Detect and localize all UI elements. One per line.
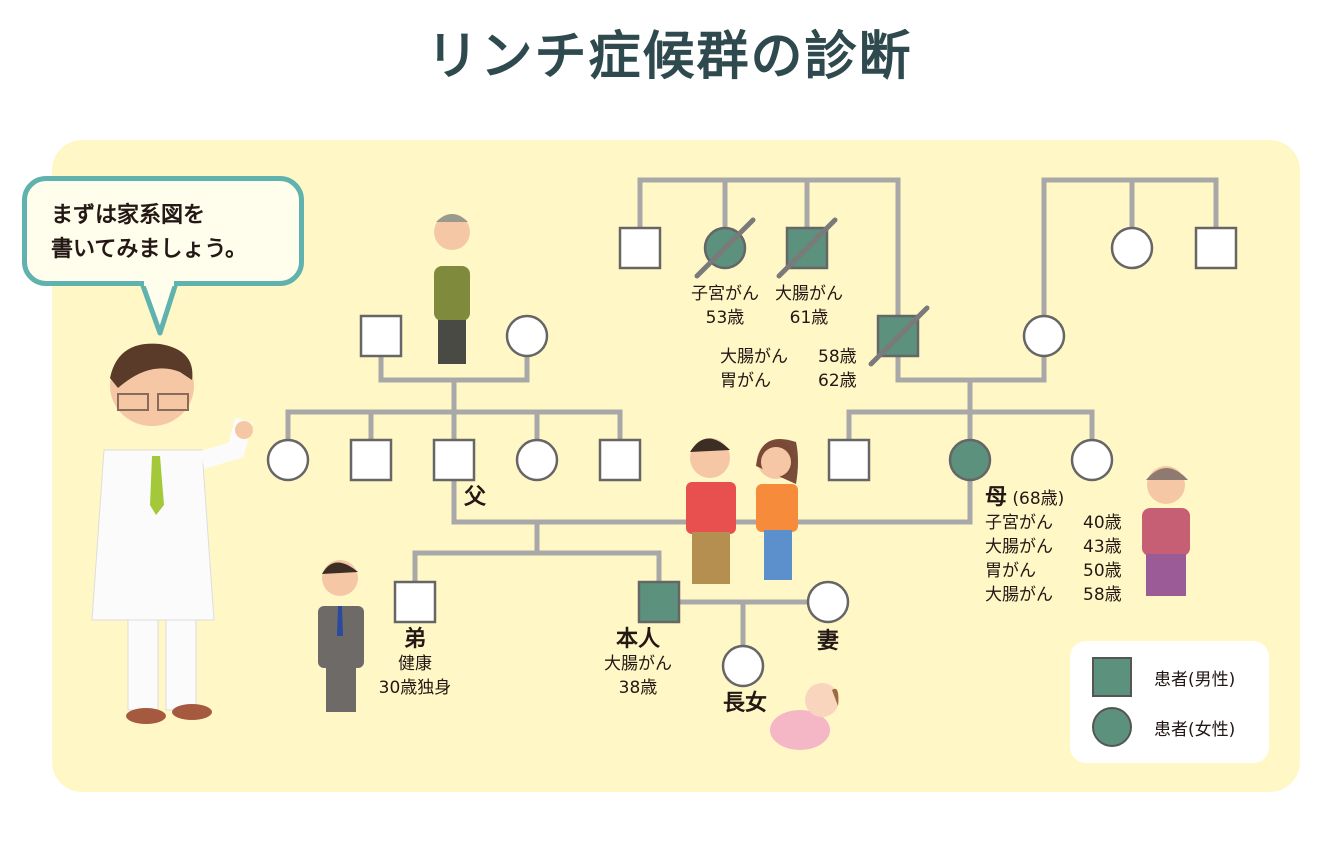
symbol-mother (948, 438, 992, 482)
legend-item-female: 患者(女性) (1092, 707, 1235, 747)
affected-female-circle-icon (1092, 707, 1132, 747)
symbol-daughter (721, 644, 765, 688)
text-label: 43歳 (1083, 537, 1122, 557)
text-label: 58歳 (818, 347, 857, 367)
symbol-male-unaffected (618, 226, 662, 270)
text-label: 本人 (615, 627, 660, 652)
baby-illustration (770, 683, 839, 750)
line-maternal-gf-sibship (637, 177, 901, 316)
text-label: 30歳独身 (378, 678, 452, 698)
brother-illustration (318, 560, 364, 712)
uncle-condition-label: 大腸がん 61歳 (775, 282, 843, 330)
doctor-illustration (91, 343, 253, 724)
text-label: 母 (985, 485, 1008, 510)
text-label: 子宮がん (985, 513, 1053, 533)
symbol-paternal-aunt (515, 438, 559, 482)
speech-line-1: まずは家系図を (51, 203, 206, 228)
text-label: 大腸がん (985, 585, 1053, 605)
symbol-maternal-grandmother (1022, 314, 1066, 358)
symbol-uncle (827, 438, 871, 482)
line-maternal-marriage (895, 356, 1047, 383)
text-label: 38歳 (618, 678, 658, 698)
text-label: 50歳 (1083, 561, 1122, 581)
text-label: 62歳 (818, 371, 857, 391)
proband-label: 本人 大腸がん 38歳 (604, 628, 672, 700)
symbol-aunt (1070, 438, 1114, 482)
maternal-grandfather-conditions: 大腸がん 58歳 胃がん 62歳 (720, 345, 857, 393)
speech-bubble-tail (140, 281, 179, 336)
text-label: 患者(女性) (1154, 719, 1236, 740)
deceased-slashes (694, 217, 930, 367)
text-label: 61歳 (789, 308, 829, 328)
text-label: 大腸がん (775, 284, 843, 304)
text-label: 大腸がん (720, 347, 788, 367)
page-title: リンチ症候群の診断 (426, 27, 913, 87)
daughter-label: 長女 (722, 691, 768, 716)
deceased-slash (776, 217, 838, 279)
deceased-slash (694, 217, 756, 279)
text-label: (68歳) (1012, 489, 1065, 509)
speech-line-2: 書いてみましょう。 (51, 237, 248, 262)
symbol-paternal-grandmother (505, 314, 549, 358)
text-label: 胃がん (720, 371, 771, 391)
text-label: 患者(男性) (1154, 669, 1236, 690)
text-label: 58歳 (1083, 585, 1122, 605)
father-label: 父 (464, 485, 487, 510)
symbol-paternal-uncle (598, 438, 642, 482)
text-label: 大腸がん (604, 654, 672, 674)
symbol-brother (393, 580, 437, 624)
symbol-male-unaffected (1194, 226, 1238, 270)
grandmother-illustration (1142, 466, 1190, 596)
mother-illustration (756, 439, 798, 580)
symbol-wife (806, 580, 850, 624)
brother-label: 弟 健康 30歳独身 (379, 628, 452, 700)
text-label: 大腸がん (985, 537, 1053, 557)
mother-label: 母 (68歳) 子宮がん 40歳 大腸がん 43歳 胃がん 50歳 大腸がん 58歳 (985, 486, 1122, 607)
line-children-sibship (412, 550, 662, 582)
grandfather-illustration (434, 214, 470, 364)
symbol-female-unaffected (1110, 226, 1154, 270)
speech-bubble: まずは家系図を 書いてみましょう。 (22, 176, 304, 286)
text-label: 弟 (403, 627, 427, 652)
text-label: 53歳 (705, 308, 745, 328)
wife-label: 妻 (816, 629, 840, 654)
face (434, 214, 470, 250)
symbol-paternal-uncle (349, 438, 393, 482)
deceased-slash (868, 305, 930, 367)
symbol-proband (637, 580, 681, 624)
symbol-paternal-aunt (266, 438, 310, 482)
text-label: 胃がん (985, 561, 1036, 581)
text-label: 子宮がん (691, 284, 759, 304)
legend-item-male: 患者(男性) (1092, 657, 1235, 697)
symbol-father (432, 438, 476, 482)
text-label: 健康 (397, 654, 432, 674)
affected-male-square-icon (1092, 657, 1132, 697)
aunt-condition-label: 子宮がん 53歳 (691, 282, 759, 330)
symbol-paternal-grandfather (359, 314, 403, 358)
father-illustration (686, 438, 736, 584)
text-label: 40歳 (1083, 513, 1122, 533)
legend: 患者(男性) 患者(女性) (1070, 641, 1269, 763)
